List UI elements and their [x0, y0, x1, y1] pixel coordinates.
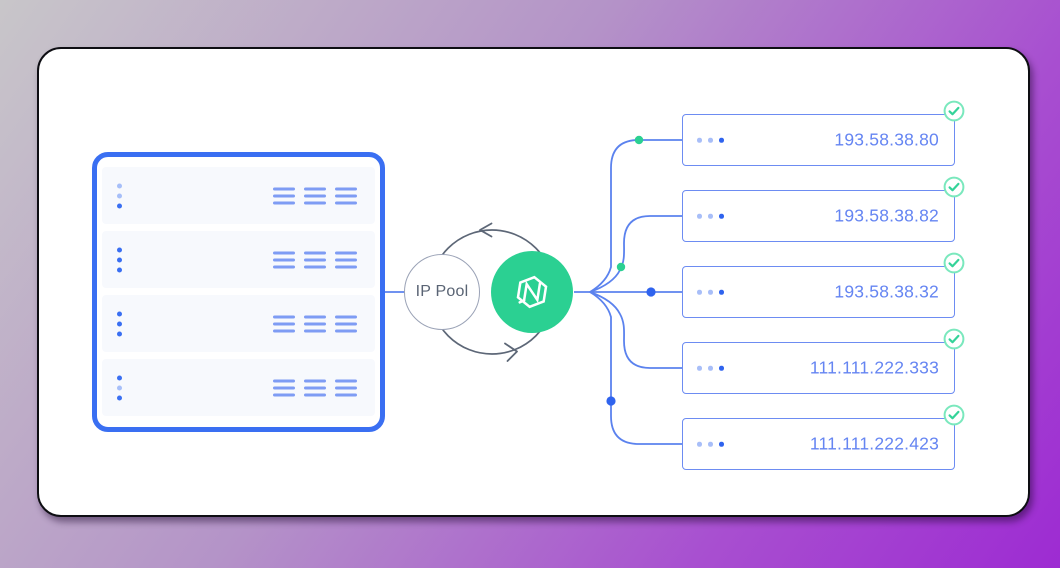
- ip-endpoint-box: 193.58.38.80: [682, 100, 965, 166]
- server-list-row: [102, 167, 375, 224]
- server-list-row: [102, 359, 375, 416]
- vertical-dots-icon: [117, 183, 122, 208]
- ip-rotation-diagram: IP Pool 193.58.38.80: [39, 49, 1028, 515]
- check-circle-icon: [943, 404, 965, 426]
- ip-endpoint-box: 111.111.222.423: [682, 404, 965, 470]
- green-node-dot: [616, 262, 626, 272]
- ip-address-label: 111.111.222.333: [809, 357, 939, 378]
- rotation-arrow-icon: [479, 222, 493, 238]
- ip-endpoint-box: 193.58.38.32: [682, 252, 965, 318]
- green-node-dot: [634, 135, 644, 145]
- check-circle-icon: [943, 328, 965, 350]
- branch-line-1: [589, 139, 682, 293]
- ip-address-label: 193.58.38.80: [834, 129, 939, 150]
- menu-lines-icon: [273, 379, 357, 396]
- vertical-dots-icon: [117, 375, 122, 400]
- branch-line-4: [589, 291, 682, 369]
- vertical-dots-icon: [117, 311, 122, 336]
- blue-node-dot: [646, 287, 656, 297]
- branch-line-2: [589, 215, 682, 293]
- diagram-card: IP Pool 193.58.38.80: [37, 47, 1030, 517]
- ip-pool-label: IP Pool: [415, 283, 469, 300]
- menu-lines-icon: [273, 251, 357, 268]
- ip-endpoint-box: 193.58.38.82: [682, 176, 965, 242]
- ip-address-label: 193.58.38.32: [834, 281, 939, 302]
- menu-lines-icon: [273, 187, 357, 204]
- ip-address-label: 111.111.222.423: [809, 433, 939, 454]
- ellipsis-dots-icon: [697, 213, 724, 219]
- ip-address-label: 193.58.38.82: [834, 205, 939, 226]
- check-circle-icon: [943, 100, 965, 122]
- proxy-brand-node: [491, 251, 573, 333]
- ip-endpoint-box: 111.111.222.333: [682, 328, 965, 394]
- connector-lines: [385, 135, 682, 445]
- vertical-dots-icon: [117, 247, 122, 272]
- ellipsis-dots-icon: [697, 289, 724, 295]
- ip-pool-node: IP Pool: [404, 254, 480, 330]
- ellipsis-dots-icon: [697, 441, 724, 447]
- ellipsis-dots-icon: [697, 137, 724, 143]
- branch-line-5: [589, 291, 682, 445]
- server-list-row: [102, 295, 375, 352]
- check-circle-icon: [943, 176, 965, 198]
- ellipsis-dots-icon: [697, 365, 724, 371]
- check-circle-icon: [943, 252, 965, 274]
- server-list-row: [102, 231, 375, 288]
- blue-node-dot: [606, 396, 616, 406]
- menu-lines-icon: [273, 315, 357, 332]
- hexagon-n-logo-icon: [516, 275, 548, 309]
- server-list-panel: [92, 152, 385, 432]
- rotation-arrow-icon: [504, 342, 518, 362]
